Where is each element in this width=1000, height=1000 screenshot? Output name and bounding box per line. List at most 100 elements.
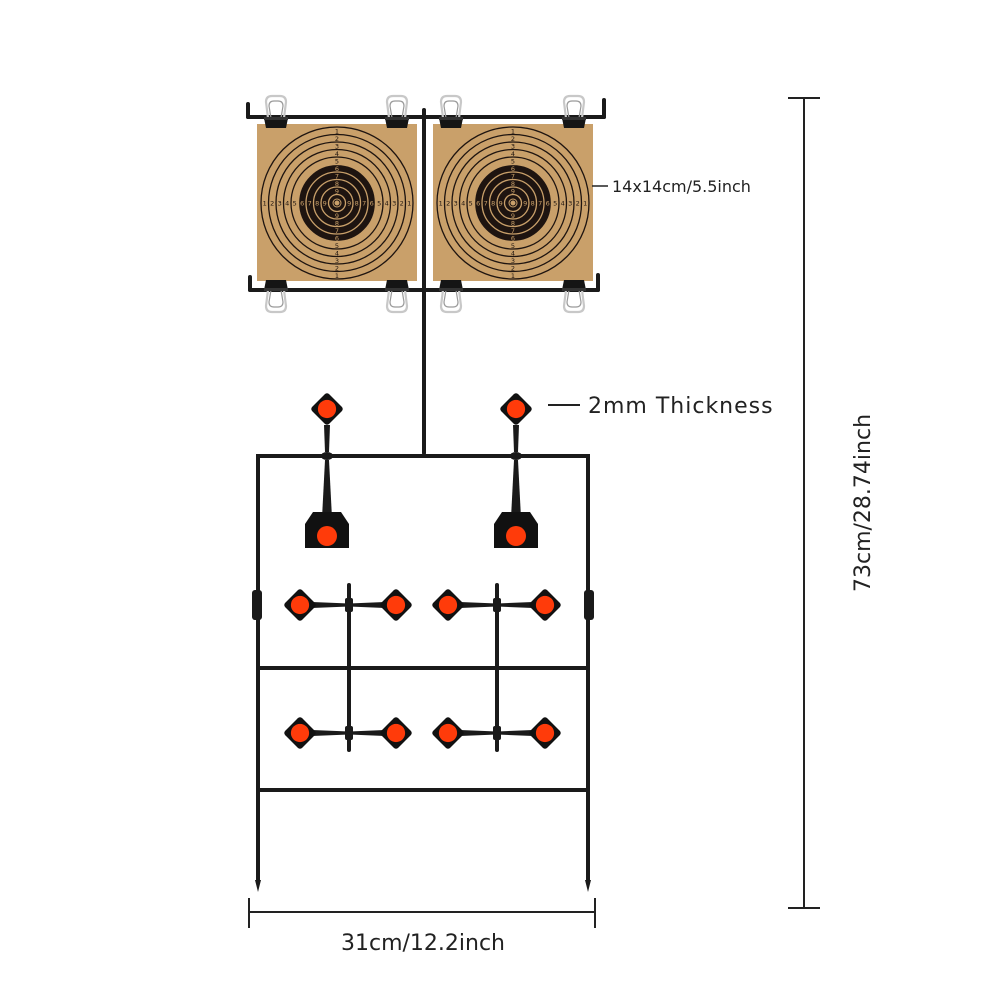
target-ring xyxy=(305,171,369,235)
metal-frame xyxy=(246,98,606,884)
ring-number: 3 xyxy=(278,200,282,208)
target-ring xyxy=(458,148,568,258)
target-size-label: 14x14cm/5.5inch xyxy=(612,177,751,196)
clip-top-mid-left xyxy=(385,94,409,128)
clip-top-left xyxy=(264,94,288,128)
target-ring xyxy=(481,171,545,235)
ring-number: 5 xyxy=(553,200,557,208)
side-stoppers xyxy=(252,590,594,620)
spinner-plate-right xyxy=(529,717,561,749)
clip-bottom-left xyxy=(264,280,288,314)
ring-number: 1 xyxy=(335,127,339,135)
ring-number: 9 xyxy=(335,212,339,220)
spinner-1-2 xyxy=(432,589,561,621)
ring-number: 4 xyxy=(385,200,389,208)
clip-top-mid-right xyxy=(439,94,463,128)
spinner-plate-left xyxy=(284,717,316,749)
ring-number: 8 xyxy=(335,180,339,188)
ring-number: 5 xyxy=(293,200,297,208)
ring-number: 1 xyxy=(511,272,515,280)
ring-number: 2 xyxy=(511,264,515,272)
ring-number: 6 xyxy=(370,200,374,208)
ring-number: 9 xyxy=(347,200,351,208)
ring-number: 6 xyxy=(335,165,339,173)
ring-number: 1 xyxy=(583,200,587,208)
target-ring xyxy=(260,126,414,280)
swing-plate-left xyxy=(305,393,349,548)
spinner-plates xyxy=(284,589,561,749)
leg-spikes xyxy=(255,880,591,892)
dimension-lines xyxy=(248,97,820,928)
ring-number: 3 xyxy=(335,257,339,265)
target-ring xyxy=(327,193,347,213)
ring-number: 7 xyxy=(335,172,339,180)
target-ring xyxy=(436,126,590,280)
ring-number: 7 xyxy=(362,200,366,208)
clip-bottom-mid-left xyxy=(385,280,409,314)
ring-number: 9 xyxy=(523,200,527,208)
clip-top-right xyxy=(562,94,586,128)
ring-number: 8 xyxy=(531,200,535,208)
spinner-plate-left xyxy=(284,589,316,621)
ring-number: 8 xyxy=(335,219,339,227)
target-ring xyxy=(496,186,530,220)
ring-number: 3 xyxy=(392,200,396,208)
ring-number: 2 xyxy=(335,264,339,272)
binder-clips xyxy=(264,94,586,314)
ring-number: 1 xyxy=(335,272,339,280)
ring-number: 3 xyxy=(568,200,572,208)
ring-number: 4 xyxy=(335,150,339,158)
ring-number: 3 xyxy=(511,257,515,265)
ring-number: 4 xyxy=(335,249,339,257)
ring-number: 9 xyxy=(499,200,503,208)
target-ring xyxy=(290,156,384,250)
spinner-2-2 xyxy=(432,717,561,749)
swinging-plates xyxy=(305,393,538,548)
ring-number: 1 xyxy=(407,200,411,208)
ring-number: 9 xyxy=(511,212,515,220)
spinner-plate-right xyxy=(380,589,412,621)
ring-number: 2 xyxy=(576,200,580,208)
ring-number: 7 xyxy=(538,200,542,208)
ring-number: 3 xyxy=(335,142,339,150)
ring-number: 4 xyxy=(511,249,515,257)
target-ring xyxy=(488,178,538,228)
top-diamond-plate xyxy=(500,393,532,425)
ring-number: 8 xyxy=(315,200,319,208)
ring-number: 7 xyxy=(511,227,515,235)
target-ring xyxy=(443,133,583,273)
ring-number: 6 xyxy=(335,234,339,242)
target-ring xyxy=(275,141,399,265)
target-ring xyxy=(320,186,354,220)
ring-number: 6 xyxy=(476,200,480,208)
ring-number: 3 xyxy=(511,142,515,150)
ring-number: 7 xyxy=(511,172,515,180)
ring-number: 7 xyxy=(335,227,339,235)
ring-number: 2 xyxy=(270,200,274,208)
thickness-label: 2mm Thickness xyxy=(588,394,774,419)
spinner-plate-right xyxy=(380,717,412,749)
clip-bottom-mid-right xyxy=(439,280,463,314)
ring-number: 5 xyxy=(377,200,381,208)
ring-number: 1 xyxy=(439,200,443,208)
ring-number: 9 xyxy=(323,200,327,208)
width-label: 31cm/12.2inch xyxy=(341,931,505,956)
spinner-1-1 xyxy=(284,589,412,621)
ring-number: 2 xyxy=(335,135,339,143)
swing-plate-right xyxy=(494,393,538,548)
ring-number: 5 xyxy=(335,157,339,165)
target-ring xyxy=(473,163,553,243)
ring-number: 8 xyxy=(511,180,515,188)
target-ring xyxy=(451,141,575,265)
ring-number: 6 xyxy=(300,200,304,208)
spinner-plate-left xyxy=(432,589,464,621)
ring-number: 6 xyxy=(546,200,550,208)
clip-bottom-right xyxy=(562,280,586,314)
ring-number: 1 xyxy=(263,200,267,208)
ring-number: 8 xyxy=(491,200,495,208)
ring-number: 7 xyxy=(484,200,488,208)
ring-number: 8 xyxy=(511,219,515,227)
ring-number: 5 xyxy=(335,242,339,250)
